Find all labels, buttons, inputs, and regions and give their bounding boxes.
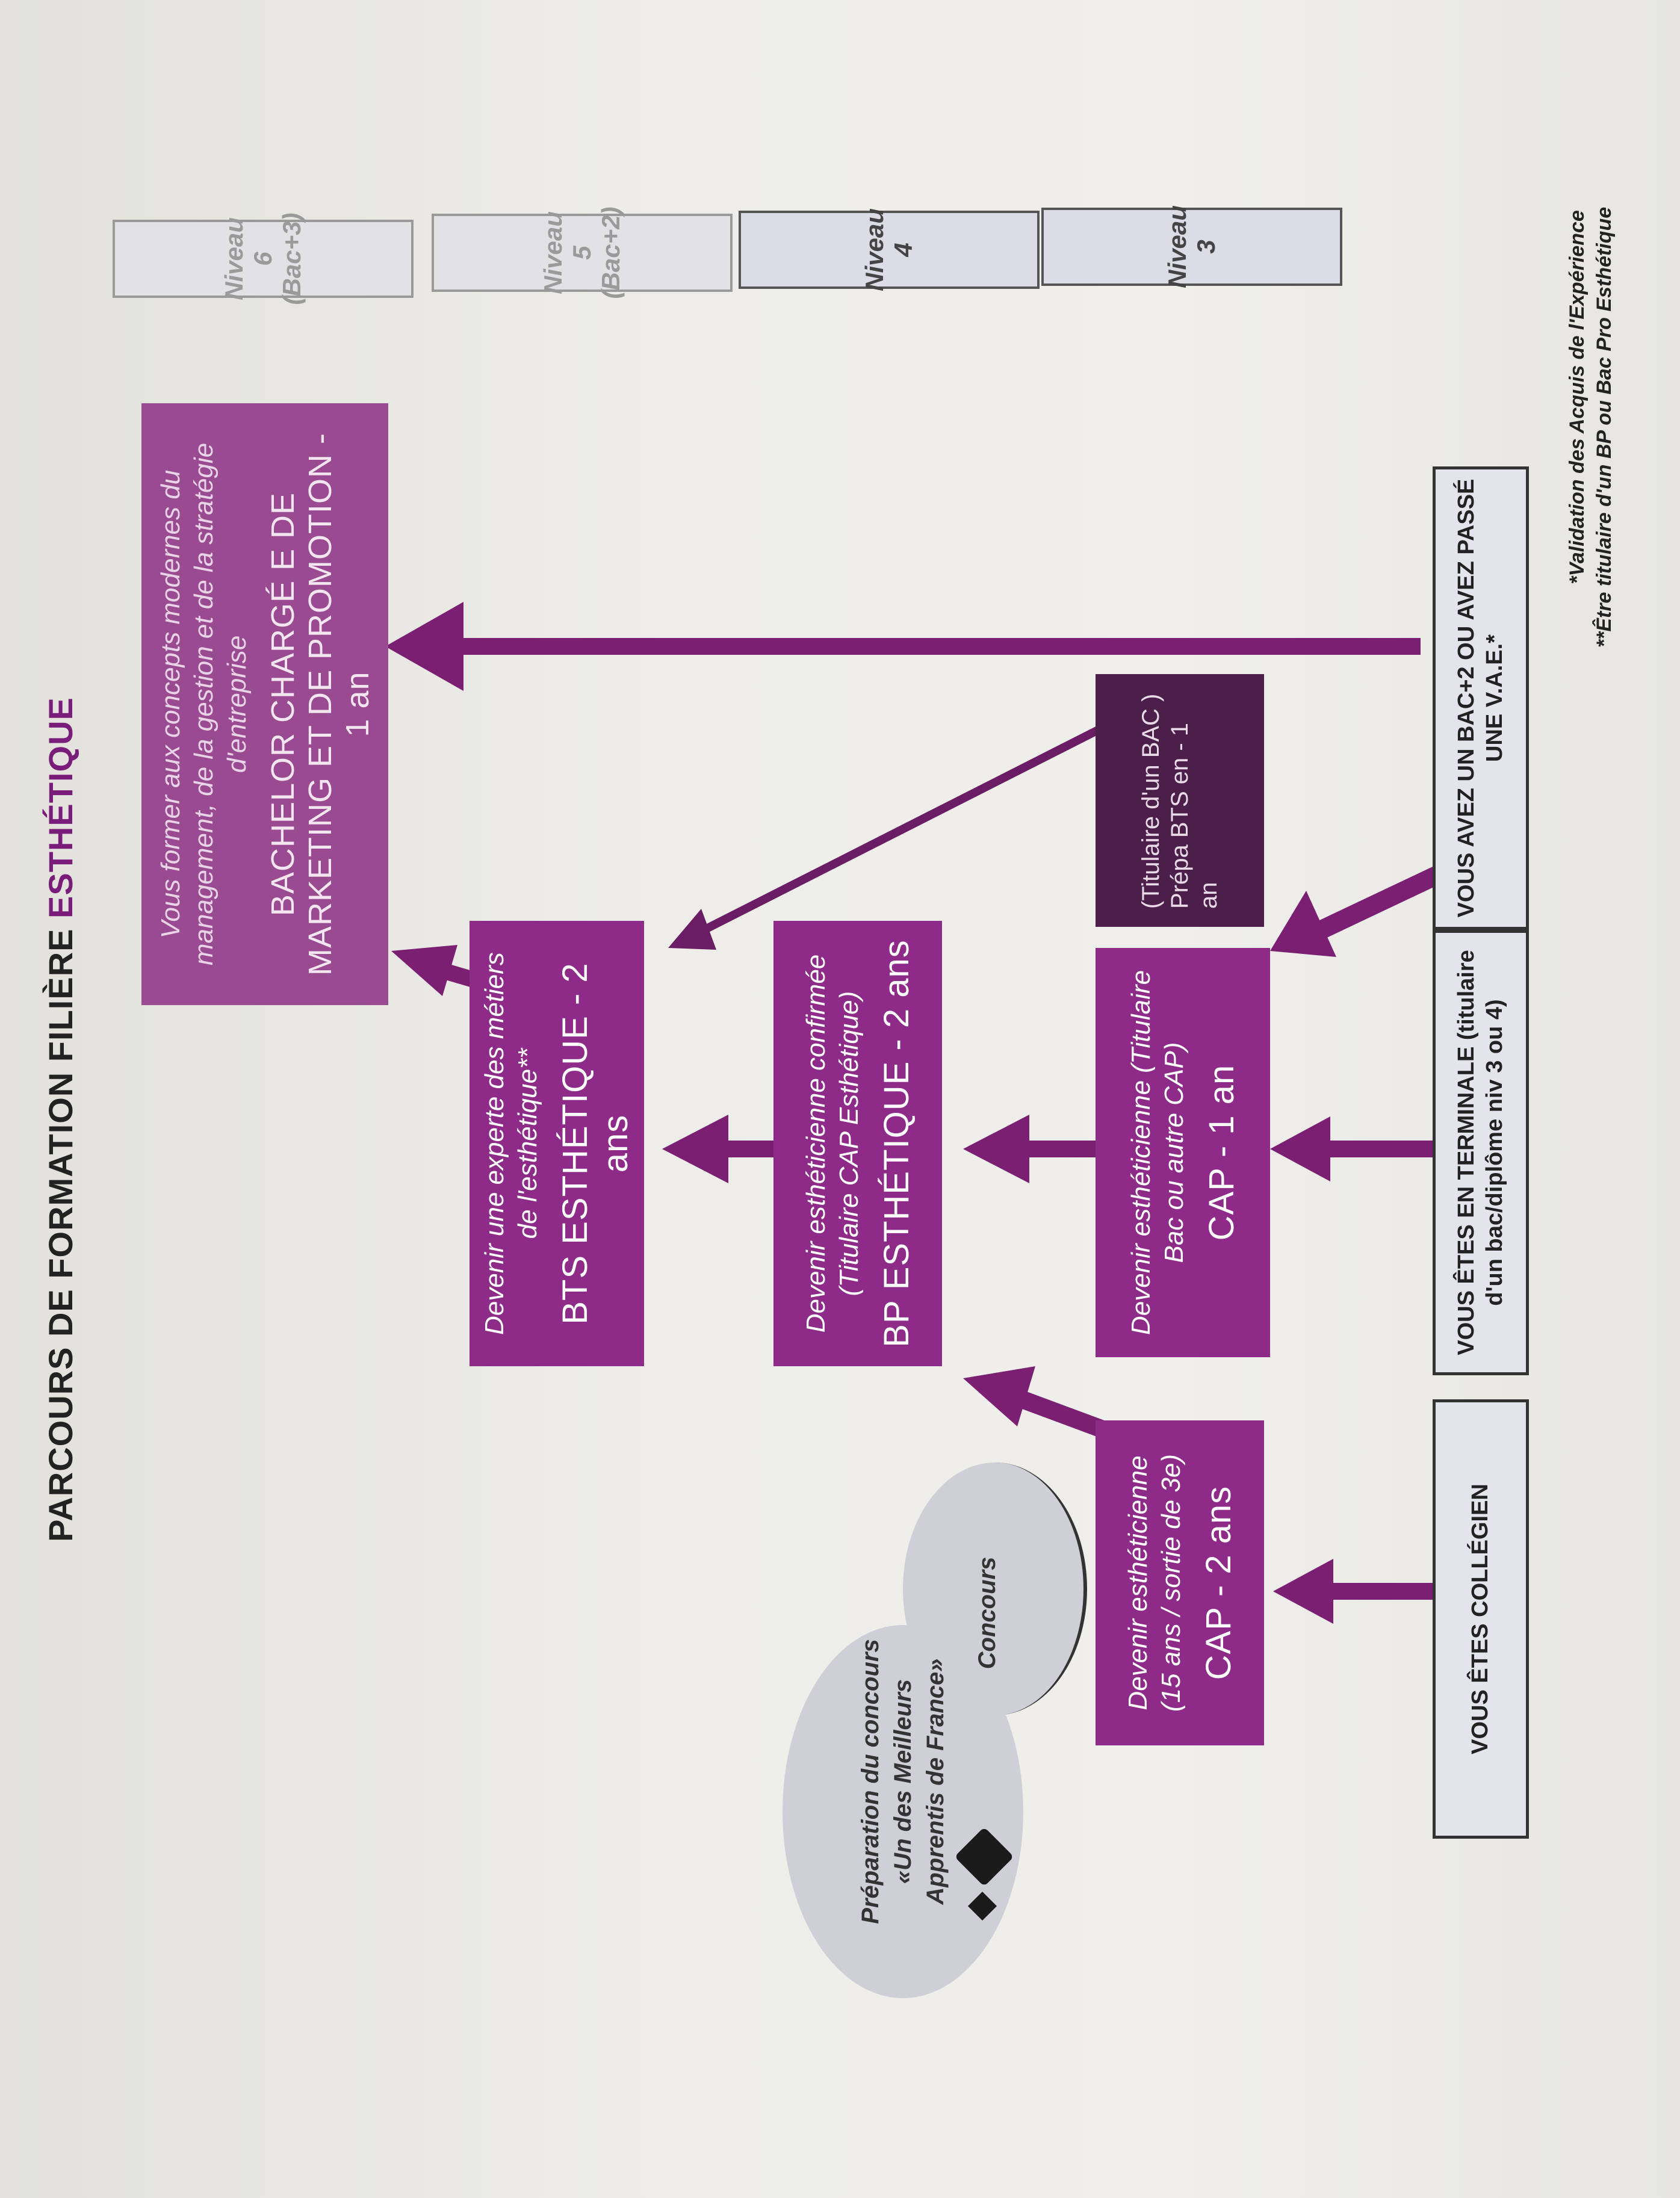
cap-1an-description: Devenir esthéticienne (Titulaire Bac ou … bbox=[1126, 970, 1189, 1336]
cap-2ans-box: Devenir esthéticienne (15 ans / sortie d… bbox=[1096, 1420, 1264, 1745]
entry-college: VOUS ÊTES COLLÉGIEN bbox=[1433, 1399, 1529, 1839]
level-5-label: Niveau 5 (Bac+2) bbox=[432, 207, 733, 299]
bts-name: BTS ESTHÉTIQUE - 2 ans bbox=[556, 962, 635, 1325]
title-accent: ESTHÉTIQUE bbox=[41, 697, 79, 918]
level-4-text: Niveau 4 bbox=[860, 208, 917, 291]
arrowhead-cap1-diagonal bbox=[1270, 891, 1336, 957]
cap-2ans-name: CAP - 2 ans bbox=[1198, 1485, 1238, 1680]
cap-2ans-description: Devenir esthéticienne (15 ans / sortie d… bbox=[1123, 1454, 1186, 1712]
title-text: PARCOURS DE FORMATION FILIÈRE bbox=[41, 918, 79, 1542]
footnote-vae: *Validation des Acquis de l'Expérience bbox=[1562, 187, 1592, 608]
arrowhead-bts-from-prepa bbox=[668, 909, 716, 950]
bachelor-name: BACHELOR CHARGÉ E DE MARKETING ET DE PRO… bbox=[264, 432, 376, 976]
arrow-college-to-cap2 bbox=[1324, 1583, 1433, 1600]
footnote-bts-text: **Être titulaire d'un BP ou Bac Pro Esth… bbox=[1592, 206, 1616, 648]
arrowhead-bts bbox=[662, 1115, 728, 1183]
cap-1an-name: CAP - 1 an bbox=[1201, 1064, 1241, 1241]
contest-label: Concours bbox=[966, 1535, 1008, 1691]
entry-terminale-text: VOUS ÊTES EN TERMINALE (titulaire d'un b… bbox=[1453, 950, 1508, 1355]
bp-box: Devenir esthéticienne confirmée (Titulai… bbox=[773, 921, 942, 1366]
level-5-text: Niveau 5 (Bac+2) bbox=[539, 206, 625, 299]
arrowhead-cap1 bbox=[1270, 1116, 1330, 1181]
entry-bac2-text: VOUS AVEZ UN BAC+2 OU AVEZ PASSÉ UNE V.A… bbox=[1453, 478, 1508, 918]
bp-description: Devenir esthéticienne confirmée (Titulai… bbox=[801, 954, 864, 1333]
entry-college-text: VOUS ÊTES COLLÉGIEN bbox=[1468, 1484, 1493, 1754]
arrowhead-bachelor bbox=[385, 602, 463, 691]
arrow-cap1-to-bp bbox=[1023, 1141, 1102, 1157]
preparation-ellipse bbox=[783, 1625, 1023, 1998]
arrowhead-cap2 bbox=[1273, 1559, 1333, 1624]
contest-preparation-label: Préparation du concours «Un des Meilleur… bbox=[857, 1639, 949, 1924]
prepa-bts-box: (Titulaire d'un BAC ) Prépa BTS en - 1 a… bbox=[1096, 674, 1264, 927]
bts-box: Devenir une experte des métiers de l'est… bbox=[470, 921, 644, 1366]
page-title: PARCOURS DE FORMATION FILIÈRE ESTHÉTIQUE bbox=[33, 668, 87, 1571]
arrow-prepa-to-bts bbox=[690, 724, 1104, 940]
bts-description: Devenir une experte des métiers de l'est… bbox=[480, 952, 542, 1335]
arrow-bac2-to-cap1 bbox=[1318, 867, 1439, 939]
level-3-text: Niveau 3 bbox=[1163, 205, 1220, 288]
level-6-label: Niveau 6 (Bac+3) bbox=[113, 213, 414, 305]
arrow-terminale-to-cap1 bbox=[1324, 1141, 1433, 1157]
bp-name: BP ESTHÉTIQUE - 2 ans bbox=[876, 940, 916, 1348]
level-4-label: Niveau 4 bbox=[739, 208, 1040, 291]
arrow-cap2-to-bp bbox=[1017, 1390, 1108, 1438]
arrowhead-bp bbox=[963, 1115, 1029, 1183]
bachelor-box: Vous former aux concepts modernes du man… bbox=[141, 403, 388, 1005]
bachelor-description: Vous former aux concepts modernes du man… bbox=[155, 442, 252, 966]
entry-bac2: VOUS AVEZ UN BAC+2 OU AVEZ PASSÉ UNE V.A… bbox=[1433, 466, 1529, 930]
cap-1an-box: Devenir esthéticienne (Titulaire Bac ou … bbox=[1096, 948, 1270, 1357]
arrow-bac2-to-bachelor bbox=[457, 638, 1421, 655]
contest-label-text: Concours bbox=[973, 1556, 1000, 1670]
footnote-vae-text: *Validation des Acquis de l'Expérience bbox=[1565, 210, 1589, 584]
level-6-text: Niveau 6 (Bac+3) bbox=[220, 212, 306, 305]
entry-terminale: VOUS ÊTES EN TERMINALE (titulaire d'un b… bbox=[1433, 930, 1529, 1375]
arrowhead-bp-diagonal bbox=[963, 1366, 1035, 1426]
footnote-bts-requirement: **Être titulaire d'un BP ou Bac Pro Esth… bbox=[1589, 187, 1619, 668]
prepa-bts-description: (Titulaire d'un BAC ) Prépa BTS en - 1 a… bbox=[1138, 693, 1222, 909]
arrowhead-bachelor-from-bts bbox=[391, 945, 457, 996]
level-3-label: Niveau 3 bbox=[1041, 205, 1342, 288]
